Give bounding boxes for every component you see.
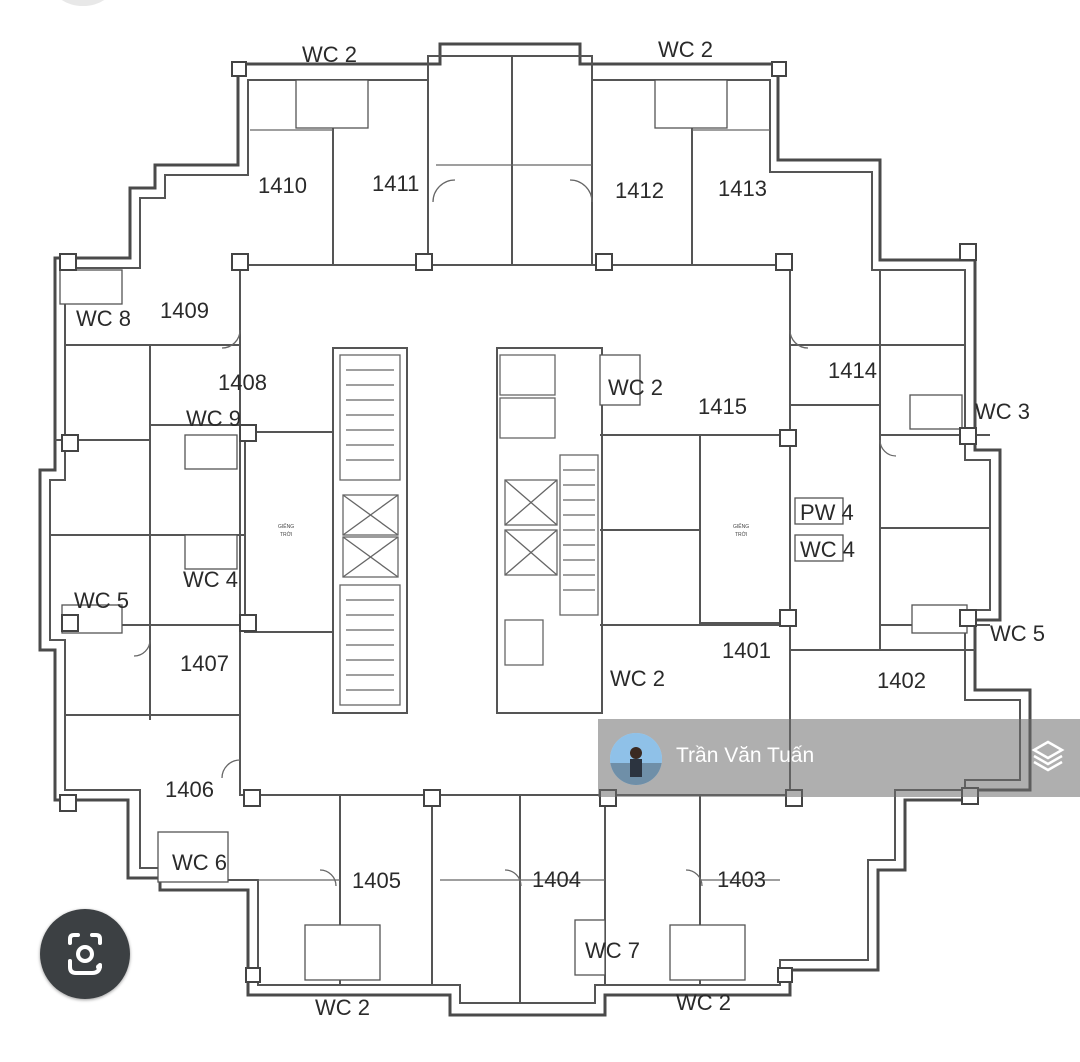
room-1404: 1404 <box>532 867 581 892</box>
wc-label: WC 6 <box>172 850 227 875</box>
wc-label: WC 5 <box>74 588 129 613</box>
room-1403: 1403 <box>717 867 766 892</box>
wc-label: WC 2 <box>608 375 663 400</box>
room-1405: 1405 <box>352 868 401 893</box>
room-1410: 1410 <box>258 173 307 198</box>
room-1414: 1414 <box>828 358 877 383</box>
avatar <box>610 733 662 785</box>
door-swings <box>133 329 897 887</box>
room-1408: 1408 <box>218 370 267 395</box>
wc-label: WC 2 <box>658 37 713 62</box>
room-labels: 1410 1411 1412 1413 1409 1408 1407 1406 … <box>160 171 926 893</box>
svg-text:TRỜI: TRỜI <box>735 531 747 538</box>
room-1401: 1401 <box>722 638 771 663</box>
wc-label: WC 4 <box>183 567 238 592</box>
wc-label: WC 5 <box>990 621 1045 646</box>
room-1407: 1407 <box>180 651 229 676</box>
left-core: GIẾNG TRỜI <box>244 347 408 714</box>
wc-label: WC 2 <box>302 42 357 67</box>
structural-columns <box>59 61 979 983</box>
wc-label: WC 2 <box>315 995 370 1020</box>
svg-text:GIẾNG: GIẾNG <box>733 523 749 530</box>
top-decoration <box>52 0 114 6</box>
google-lens-icon <box>68 933 102 975</box>
watermark-bar <box>598 719 1080 797</box>
wc-label: WC 3 <box>975 399 1030 424</box>
wc-labels: WC 2 WC 2 WC 8 WC 9 WC 4 WC 5 WC 6 WC 2 … <box>74 37 1045 1020</box>
room-1412: 1412 <box>615 178 664 203</box>
svg-text:GIẾNG: GIẾNG <box>278 523 294 530</box>
room-1409: 1409 <box>160 298 209 323</box>
room-1415: 1415 <box>698 394 747 419</box>
room-1411: 1411 <box>372 171 419 196</box>
svg-text:TRỜI: TRỜI <box>280 531 292 538</box>
wc-label: WC 2 <box>610 666 665 691</box>
bottom-units <box>240 794 790 1003</box>
right-units <box>599 270 990 651</box>
wc-label: WC 9 <box>186 406 241 431</box>
google-lens-button[interactable] <box>40 909 130 999</box>
top-units <box>238 56 788 266</box>
wc-label: WC 8 <box>76 306 131 331</box>
wc-label: WC 4 <box>800 537 855 562</box>
wc-label: WC 2 <box>676 990 731 1015</box>
room-1413: 1413 <box>718 176 767 201</box>
layers-icon[interactable] <box>1028 736 1068 776</box>
wc-label: WC 7 <box>585 938 640 963</box>
room-1402: 1402 <box>877 668 926 693</box>
watermark-name: Trần Văn Tuấn <box>676 744 815 767</box>
room-1406: 1406 <box>165 777 214 802</box>
wc-label: PW 4 <box>800 500 854 525</box>
